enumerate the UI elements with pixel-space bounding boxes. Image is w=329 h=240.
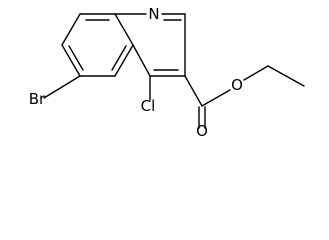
- atom-oxygen-ester: O: [231, 76, 243, 94]
- bond-carbonyl-ester-o: [201, 89, 231, 107]
- bond-c3-ccarbonyl: [184, 75, 203, 107]
- bond-c7-c6-inner: [68, 45, 84, 71]
- atom-chlorine: Cl: [141, 97, 156, 115]
- bond-c4-c4a: [132, 44, 151, 77]
- benzo-ring: [61, 13, 134, 77]
- bond-c6-br: [43, 75, 81, 99]
- atom-bromine: Br: [29, 90, 46, 108]
- atom-nitrogen: N: [148, 5, 159, 23]
- bond-c5-c4a: [114, 44, 134, 77]
- bond-ch2-ch3: [267, 65, 305, 87]
- pyridine-ring: [114, 13, 186, 77]
- bond-c5-c4a-inner: [111, 45, 127, 71]
- substituent-bonds: [43, 65, 305, 129]
- bond-ester-o-ch2: [243, 65, 269, 81]
- bond-c8-c7: [61, 13, 81, 46]
- bond-c7-c6: [61, 44, 81, 77]
- atom-labels: N O O Cl Br: [29, 5, 243, 137]
- structure-drawing: N O O Cl Br: [29, 5, 305, 137]
- bond-c4a-c8a: [114, 13, 134, 46]
- molecule-diagram: N O O Cl Br: [28, 5, 305, 137]
- atom-oxygen-carbonyl: O: [196, 122, 208, 137]
